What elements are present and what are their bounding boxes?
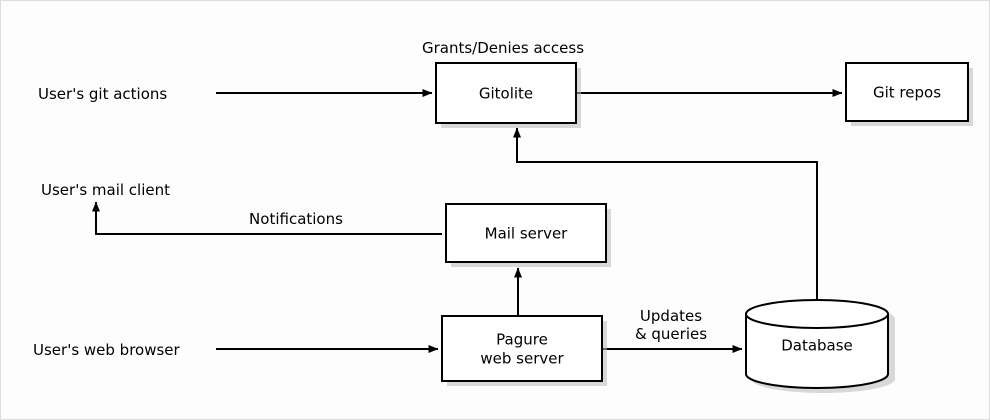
edge-label-grants-denies-access: Grants/Denies access: [422, 39, 584, 57]
node-git-repos[interactable]: Git repos: [845, 62, 973, 126]
node-mail-server[interactable]: Mail server: [445, 203, 611, 267]
edge-label-queries-line2: & queries: [635, 325, 707, 343]
node-mail-server-label: Mail server: [485, 225, 569, 243]
edge-mail-server-to-mail-client: [92, 201, 442, 235]
node-pagure-web-server[interactable]: Pagure web server: [441, 315, 607, 386]
label-user-git-actions: User's git actions: [38, 85, 167, 103]
edge-label-updates-line1: Updates: [640, 307, 702, 325]
edge-label-notifications: Notifications: [249, 210, 343, 228]
node-git-repos-label: Git repos: [873, 84, 941, 102]
edge-database-to-gitolite: [513, 127, 818, 308]
node-gitolite-label: Gitolite: [479, 85, 533, 103]
node-database[interactable]: Database: [745, 299, 895, 393]
node-gitolite[interactable]: Gitolite: [435, 62, 581, 128]
label-user-web-browser: User's web browser: [33, 341, 181, 359]
label-user-mail-client: User's mail client: [41, 181, 170, 199]
node-database-label: Database: [781, 337, 853, 355]
node-pagure-web-server-label-line2: web server: [480, 350, 564, 368]
node-pagure-web-server-label-line1: Pagure: [496, 331, 548, 349]
